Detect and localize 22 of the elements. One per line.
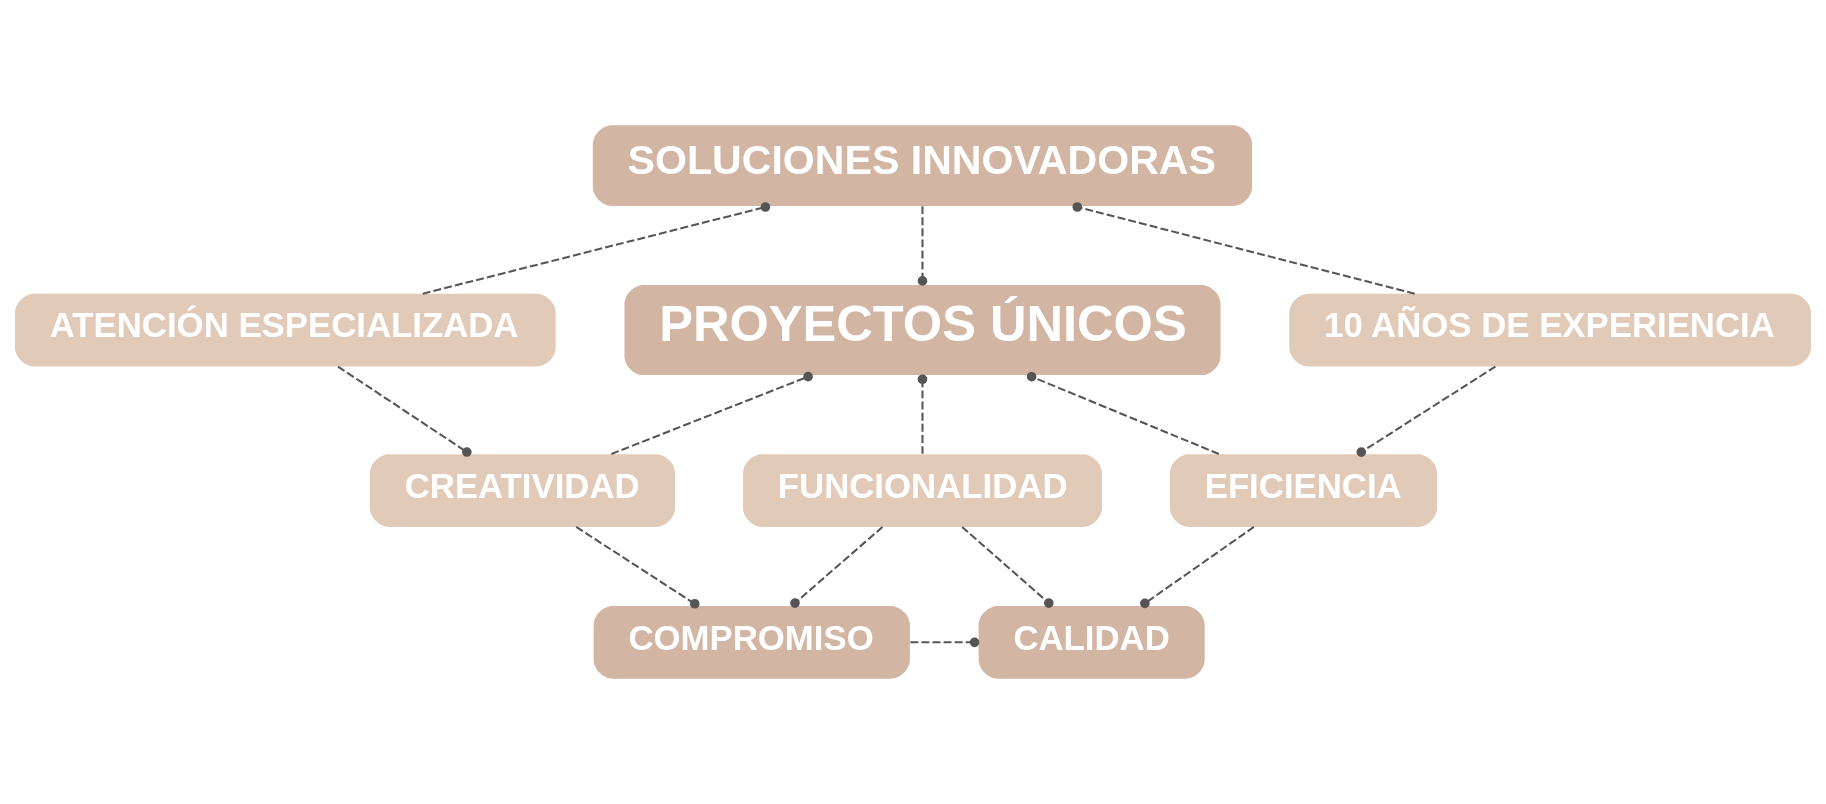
node-box: CREATIVIDAD [369, 454, 676, 527]
node-box: COMPROMISO [593, 605, 910, 679]
connector [910, 637, 980, 648]
node-box: ATENCIÓN ESPECIALIZADA [15, 293, 556, 367]
connector [422, 202, 771, 295]
node-box: EFICIENCIA [1169, 454, 1438, 527]
connector [917, 374, 928, 454]
connector [337, 365, 472, 457]
connector [790, 526, 884, 608]
node-box: FUNCIONALIDAD [743, 454, 1102, 527]
connector [575, 526, 700, 609]
connector [961, 526, 1054, 608]
node-box: PROYECTOS ÚNICOS [624, 285, 1221, 376]
connector [1140, 526, 1255, 609]
connector [1356, 365, 1496, 457]
connector [1026, 371, 1220, 455]
node-box: SOLUCIONES INNOVADORAS [592, 125, 1253, 206]
node-box: CALIDAD [978, 605, 1205, 679]
connector [917, 206, 928, 286]
connector [611, 371, 813, 455]
connector [1072, 202, 1415, 295]
node-box: 10 AÑOS DE EXPERIENCIA [1289, 293, 1811, 367]
